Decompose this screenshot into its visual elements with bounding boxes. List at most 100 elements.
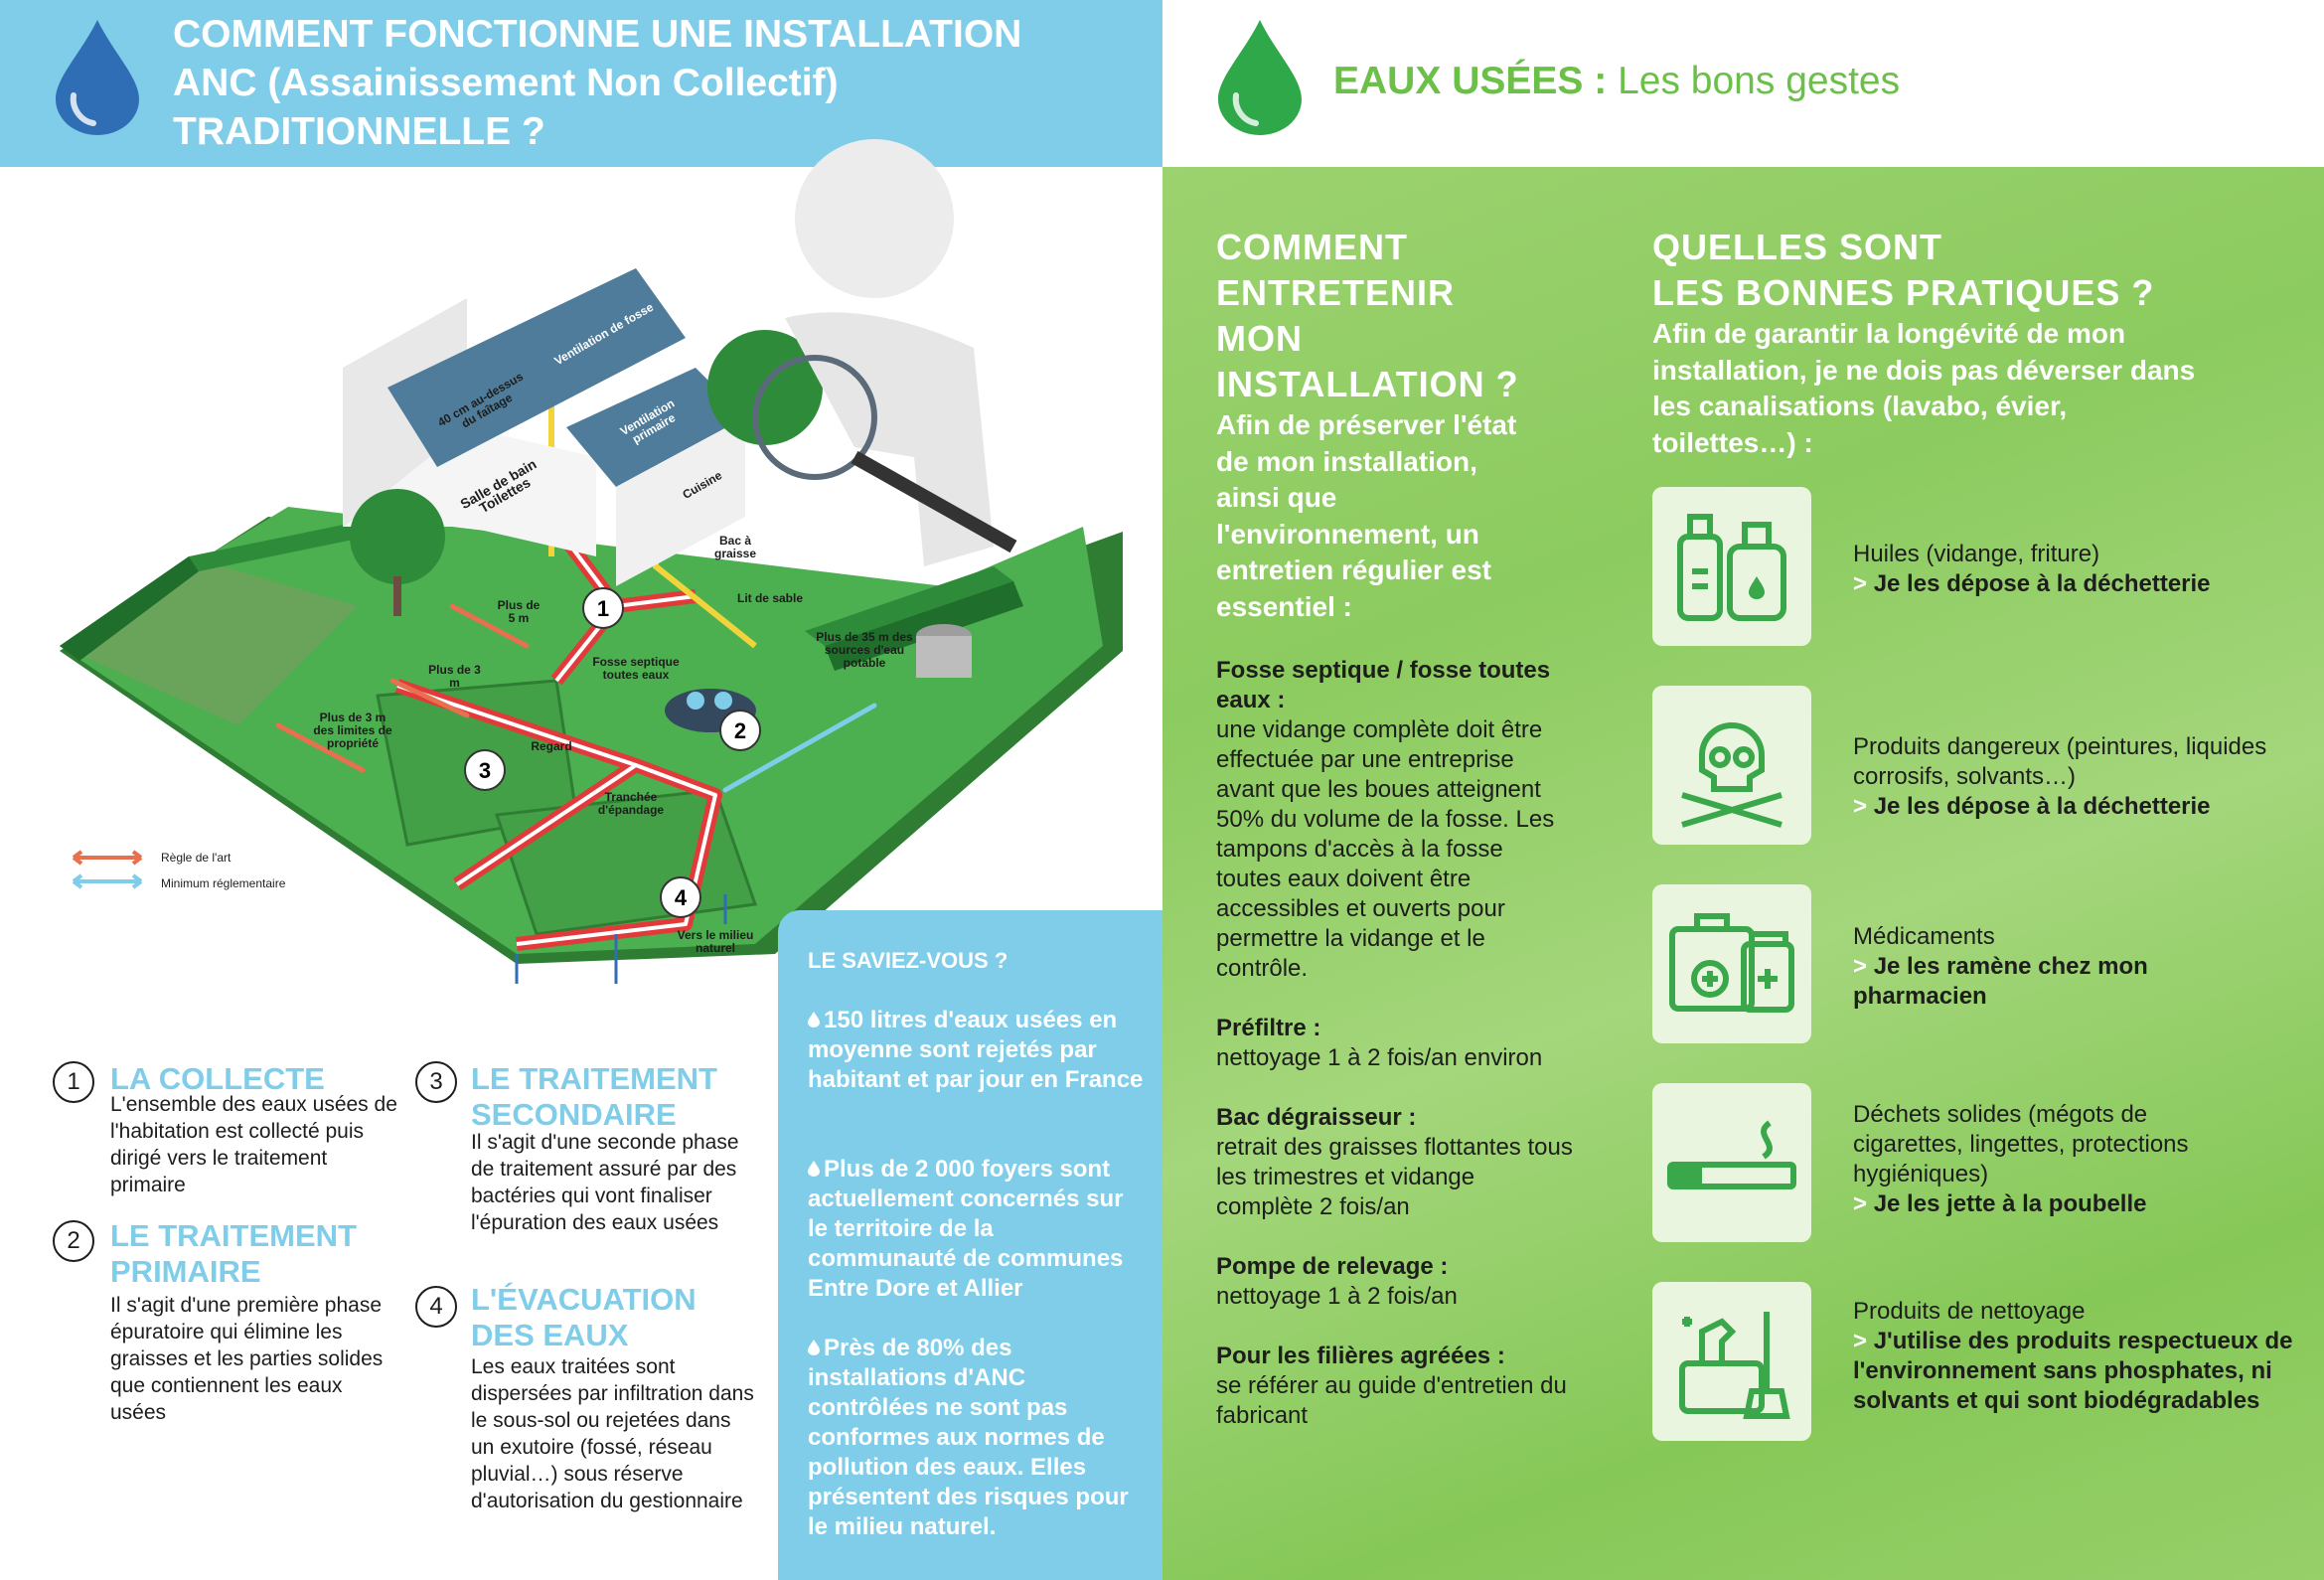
entretien-title-line: INSTALLATION ? bbox=[1216, 364, 1519, 404]
house-roof-annex bbox=[566, 368, 745, 487]
pratiques-title-line: QUELLES SONT bbox=[1652, 227, 1943, 267]
drop-bullet-icon bbox=[808, 1012, 820, 1027]
house-roof bbox=[387, 268, 686, 467]
practice-dangerous: Produits dangereux (peintures, liquides … bbox=[1853, 732, 2290, 822]
oil-bottles-icon bbox=[1652, 487, 1811, 646]
saviez-vous-title: LE SAVIEZ-VOUS ? bbox=[808, 948, 1008, 973]
hedge bbox=[189, 522, 368, 571]
arrow-icon: > bbox=[1853, 953, 1868, 980]
label-lit-de-sable: Lit de sable bbox=[736, 591, 804, 605]
entretien-title-line: COMMENT bbox=[1216, 227, 1408, 267]
entretien-item-text: nettoyage 1 à 2 fois/an environ bbox=[1216, 1044, 1543, 1071]
down-arrows bbox=[515, 894, 727, 984]
practice-action: J'utilise des produits respectueux de l'… bbox=[1853, 1328, 2293, 1414]
label-tranchee: Tranchée d'épandage bbox=[597, 790, 665, 817]
saviez-vous-item: 150 litres d'eaux usées en moyenne sont … bbox=[808, 1006, 1146, 1095]
hedge bbox=[805, 566, 1013, 646]
arrow-icon: > bbox=[1853, 570, 1868, 597]
entretien-item: Préfiltre :nettoyage 1 à 2 fois/an envir… bbox=[1216, 1014, 1574, 1073]
house-annex-wall bbox=[616, 417, 745, 586]
skull-crossbones-icon bbox=[1652, 686, 1811, 845]
saviez-vous-box: LE SAVIEZ-VOUS ? 150 litres d'eaux usées… bbox=[778, 910, 1162, 1580]
label-plus-3m: Plus de 3 m bbox=[428, 663, 481, 690]
anc-installation-diagram: 1 2 3 4 bbox=[60, 139, 1123, 984]
label-plus-35m: Plus de 35 m des sources d'eau potable bbox=[816, 630, 913, 670]
figure-body bbox=[785, 312, 994, 566]
entretien-list: Fosse septique / fosse toutes eaux :une … bbox=[1216, 656, 1574, 1461]
cleaning-products-icon bbox=[1652, 1282, 1811, 1441]
page-title-left: COMMENT FONCTIONNE UNE INSTALLATION ANC … bbox=[173, 10, 1147, 156]
tank-lid bbox=[714, 692, 732, 710]
number-circle: 4 bbox=[660, 876, 701, 918]
page-title-right: EAUX USÉES : Les bons gestes bbox=[1333, 60, 1900, 103]
saviez-vous-text: Plus de 2 000 foyers sont actuellement c… bbox=[808, 1156, 1124, 1302]
tree-trunk bbox=[393, 576, 401, 616]
entretien-item-text: retrait des graisses flottantes tous les… bbox=[1216, 1134, 1573, 1220]
svg-text:1: 1 bbox=[597, 596, 609, 621]
practice-cleaning: Produits de nettoyage > J'utilise des pr… bbox=[1853, 1297, 2295, 1416]
practice-desc: Déchets solides (mégots de cigarettes, l… bbox=[1853, 1101, 2189, 1187]
legend-arrows bbox=[72, 850, 143, 889]
entretien-item-text: nettoyage 1 à 2 fois/an bbox=[1216, 1283, 1458, 1310]
saviez-vous-text: 150 litres d'eaux usées en moyenne sont … bbox=[808, 1007, 1144, 1093]
step-body: Il s'agit d'une seconde phase de traitem… bbox=[471, 1131, 739, 1234]
green-drop-icon bbox=[1218, 20, 1302, 135]
title-sub: Les bons gestes bbox=[1607, 60, 1901, 102]
saviez-vous-item: Près de 80% des installations d'ANC cont… bbox=[808, 1334, 1146, 1542]
step-title: LA COLLECTE bbox=[110, 1061, 325, 1096]
entretien-item-label: Fosse septique / fosse toutes eaux : bbox=[1216, 657, 1551, 713]
number-circle: 2 bbox=[719, 710, 761, 751]
left-header-band bbox=[0, 0, 1162, 167]
tree bbox=[350, 489, 445, 584]
practice-desc: Huiles (vidange, friture) bbox=[1853, 541, 2100, 567]
entretien-item-label: Pompe de relevage : bbox=[1216, 1253, 1449, 1280]
entretien-item-label: Bac dégraisseur : bbox=[1216, 1104, 1417, 1131]
entretien-item-label: Pour les filières agréées : bbox=[1216, 1343, 1505, 1369]
label-fosse-septique: Fosse septique toutes eaux bbox=[592, 655, 680, 682]
title-main: EAUX USÉES : bbox=[1333, 60, 1608, 102]
practice-desc: Médicaments bbox=[1853, 923, 1995, 950]
hedge bbox=[60, 556, 199, 661]
arrow-icon: > bbox=[1853, 1328, 1868, 1354]
label-plus-3m-limites: Plus de 3 m des limites de propriété bbox=[313, 711, 392, 750]
figure-head bbox=[795, 139, 954, 298]
label-bac-graisse: Bac à graisse bbox=[713, 534, 757, 560]
legend-minimum: Minimum réglementaire bbox=[161, 876, 286, 890]
pratiques-title-line: LES BONNES PRATIQUES ? bbox=[1652, 272, 2155, 313]
title-line-3: TRADITIONNELLE ? bbox=[173, 110, 545, 153]
distance-arrows bbox=[275, 603, 877, 793]
drop-bullet-icon bbox=[808, 1340, 820, 1355]
pratiques-intro: Afin de garantir la longévité de mon ins… bbox=[1652, 318, 2196, 458]
entretien-item: Bac dégraisseur : retrait des graisses fl… bbox=[1216, 1103, 1574, 1222]
drop-bullet-icon bbox=[808, 1161, 820, 1177]
title-line-2: ANC (Assainissement Non Collectif) bbox=[173, 62, 839, 104]
practice-oil: Huiles (vidange, friture) > Je les dépos… bbox=[1853, 540, 2290, 599]
label-regard: Regard bbox=[531, 739, 572, 753]
magnifier-handle bbox=[851, 450, 1017, 553]
practice-medicine: Médicaments > Je les ramène chez mon pha… bbox=[1853, 922, 2181, 1012]
practice-action: Je les ramène chez mon pharmacien bbox=[1853, 953, 2148, 1010]
svg-text:3: 3 bbox=[479, 758, 491, 783]
label-plus-5m: Plus de 5 m bbox=[497, 598, 541, 625]
step-body: Les eaux traitées sont dispersées par in… bbox=[471, 1355, 754, 1512]
pratiques-title: QUELLES SONT LES BONNES PRATIQUES ? bbox=[1652, 225, 2268, 316]
step-body: Il s'agit d'une première phase épuratoir… bbox=[110, 1294, 384, 1424]
tank-lid bbox=[687, 692, 704, 710]
arrow-icon: > bbox=[1853, 793, 1868, 820]
step-title: LE TRAITEMENT PRIMAIRE bbox=[110, 1218, 357, 1289]
magnifier-lens bbox=[752, 355, 877, 480]
practice-action: Je les jette à la poubelle bbox=[1873, 1190, 2147, 1217]
label-vers-milieu: Vers le milieu naturel bbox=[677, 928, 754, 955]
water-drop-icon bbox=[56, 20, 139, 135]
hedge bbox=[825, 581, 1023, 671]
step-number: 3 bbox=[415, 1061, 457, 1103]
svg-text:2: 2 bbox=[734, 718, 746, 743]
arrow-icon: > bbox=[1853, 1190, 1868, 1217]
saviez-vous-text: Près de 80% des installations d'ANC cont… bbox=[808, 1335, 1129, 1540]
cigarette-icon bbox=[1652, 1083, 1811, 1242]
step-number: 4 bbox=[415, 1286, 457, 1328]
entretien-intro: Afin de préserver l'état de mon installa… bbox=[1216, 409, 1517, 622]
entretien-title-line: MON bbox=[1216, 318, 1303, 359]
step-number: 1 bbox=[53, 1061, 94, 1103]
entretien-title-line: ENTRETENIR bbox=[1216, 272, 1456, 313]
